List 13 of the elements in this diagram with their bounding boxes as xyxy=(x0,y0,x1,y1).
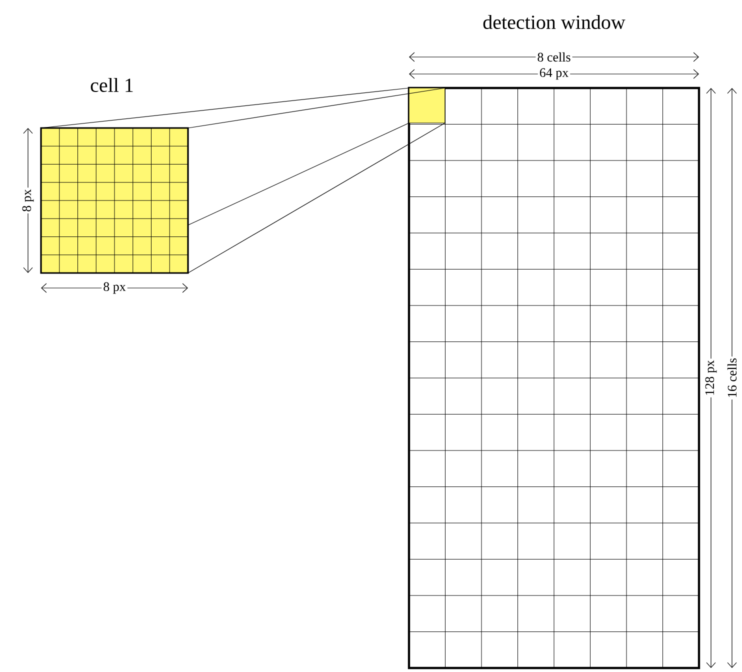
zoom-line xyxy=(40,88,410,128)
dimension-label: 8 px xyxy=(20,188,36,214)
zoom-line xyxy=(188,122,446,274)
dimension-label: 128 px xyxy=(704,358,718,398)
heading: detection window xyxy=(483,14,626,30)
dimension-label: 16 cells xyxy=(726,356,738,400)
zoom-line xyxy=(188,88,446,128)
highlighted-cell xyxy=(408,88,446,124)
dimension-label: 8 px xyxy=(102,280,128,296)
zoom-line xyxy=(188,122,410,226)
dimension-label: 64 px xyxy=(538,66,570,82)
dimension-label: 8 cells xyxy=(536,50,572,64)
heading: cell 1 xyxy=(90,78,133,92)
